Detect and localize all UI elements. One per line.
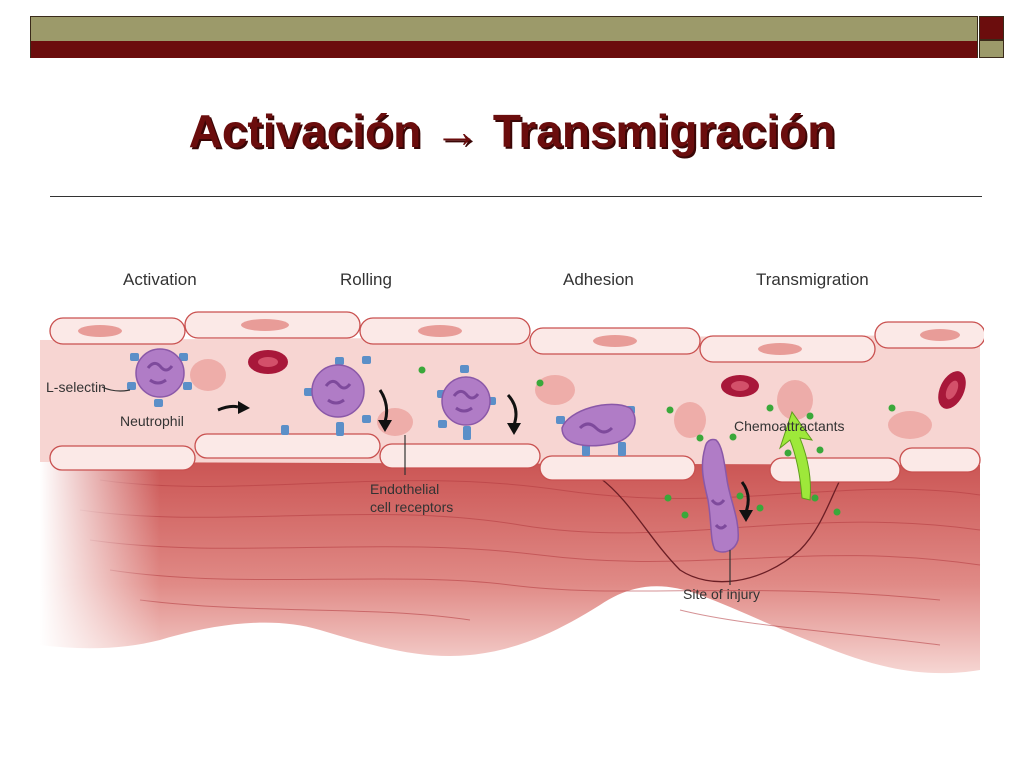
muscle-fibers xyxy=(79,479,981,646)
header-bar-olive-stripe xyxy=(31,17,977,41)
header-corner-block-bottom xyxy=(979,40,1004,58)
stage-label-transmigration: Transmigration xyxy=(756,270,869,289)
leukocyte-migration-diagram: Activation Rolling Adhesion Transmigrati… xyxy=(40,250,986,690)
header-bar-maroon-stripe xyxy=(31,41,977,58)
tissue-layer xyxy=(40,450,980,674)
neutrophil-rolling-2 xyxy=(437,365,496,440)
header-bar xyxy=(30,16,978,58)
endothelium-top-nuclei xyxy=(78,319,960,355)
header-corner-block-top xyxy=(979,16,1004,40)
chemoattractant-arrow xyxy=(778,410,814,501)
chemoattractant-dots xyxy=(418,366,896,519)
neutrophil-rolling xyxy=(281,356,371,436)
title-divider xyxy=(50,196,982,197)
left-fade xyxy=(40,440,160,680)
stage-label-adhesion: Adhesion xyxy=(563,270,634,289)
callout-leader-lines xyxy=(101,386,731,585)
red-blood-cells xyxy=(248,350,966,409)
callout-endothelial: Endothelial xyxy=(370,481,439,497)
callout-chemoattractants: Chemoattractants xyxy=(734,418,845,434)
callout-l-selectin: L-selectin xyxy=(46,379,106,395)
stage-label-activation: Activation xyxy=(123,270,197,289)
neutrophil-adhesion xyxy=(556,403,636,456)
callout-cell-receptors: cell receptors xyxy=(370,499,453,515)
lumen-background-cells xyxy=(190,359,932,439)
movement-arrows xyxy=(217,389,750,513)
slide-title: Activación → Transmigración xyxy=(188,105,836,157)
stage-label-rolling: Rolling xyxy=(340,270,392,289)
callout-site-of-injury: Site of injury xyxy=(683,586,760,602)
neutrophil-activation xyxy=(127,348,192,407)
callout-neutrophil: Neutrophil xyxy=(120,413,184,429)
arrow-heads xyxy=(238,401,753,522)
neutrophil-transmigrating xyxy=(701,438,739,553)
injury-site-outline xyxy=(599,477,841,583)
